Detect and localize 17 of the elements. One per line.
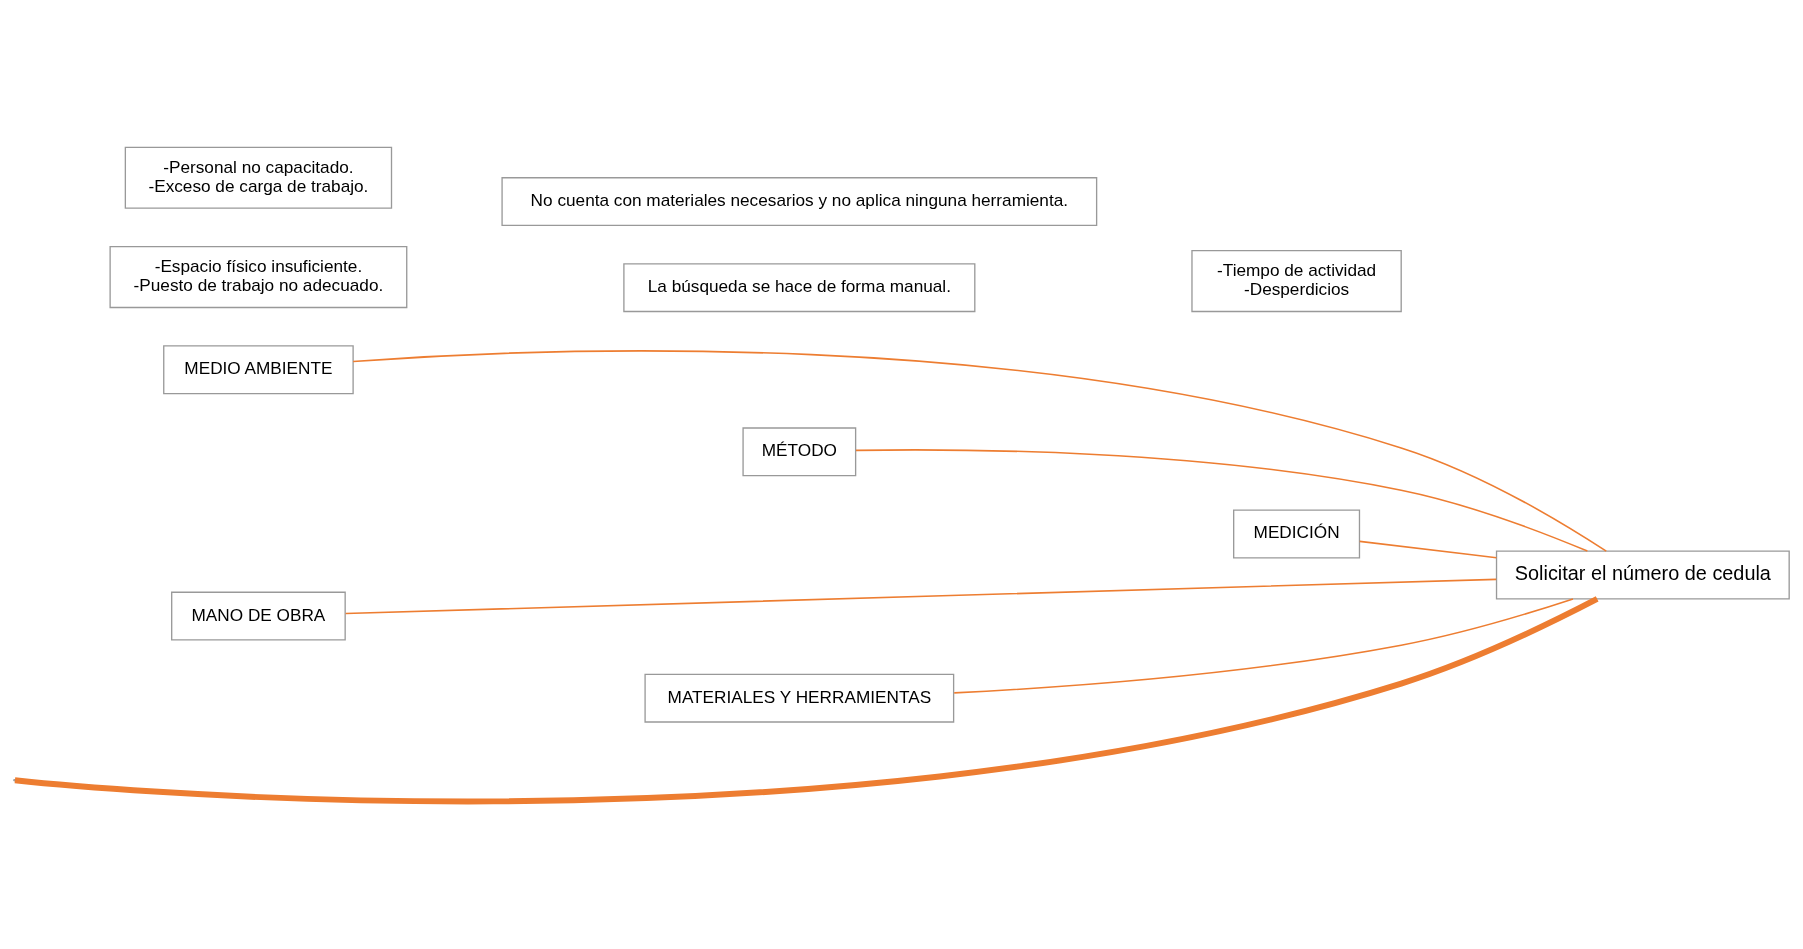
node-box: MÉTODO: [742, 427, 857, 477]
node-box: -Espacio físico insuficiente. -Puesto de trabajo no adecuado.: [109, 245, 408, 309]
connector: [352, 350, 1608, 552]
node-box: MATERIALES Y HERRAMIENTAS: [644, 673, 955, 723]
connector: [953, 598, 1574, 694]
node-box: MEDICIÓN: [1233, 509, 1361, 559]
node-box: MANO DE OBRA: [171, 591, 346, 641]
connector: [855, 449, 1589, 552]
connector: [344, 578, 1497, 615]
node-box: -Personal no capacitado. -Exceso de carga de trabajo.: [124, 146, 393, 209]
connector: [1358, 540, 1498, 559]
node-box: Solicitar el número de cedula: [1495, 550, 1790, 600]
node-box: -Tiempo de actividad -Desperdicios: [1191, 249, 1402, 313]
node-box: MEDIO AMBIENTE: [163, 345, 354, 395]
node-box: No cuenta con materiales necesarios y no aplica ninguna herramienta.: [501, 177, 1098, 227]
node-box: La búsqueda se hace de forma manual.: [623, 263, 976, 313]
connector: [14, 596, 1599, 805]
